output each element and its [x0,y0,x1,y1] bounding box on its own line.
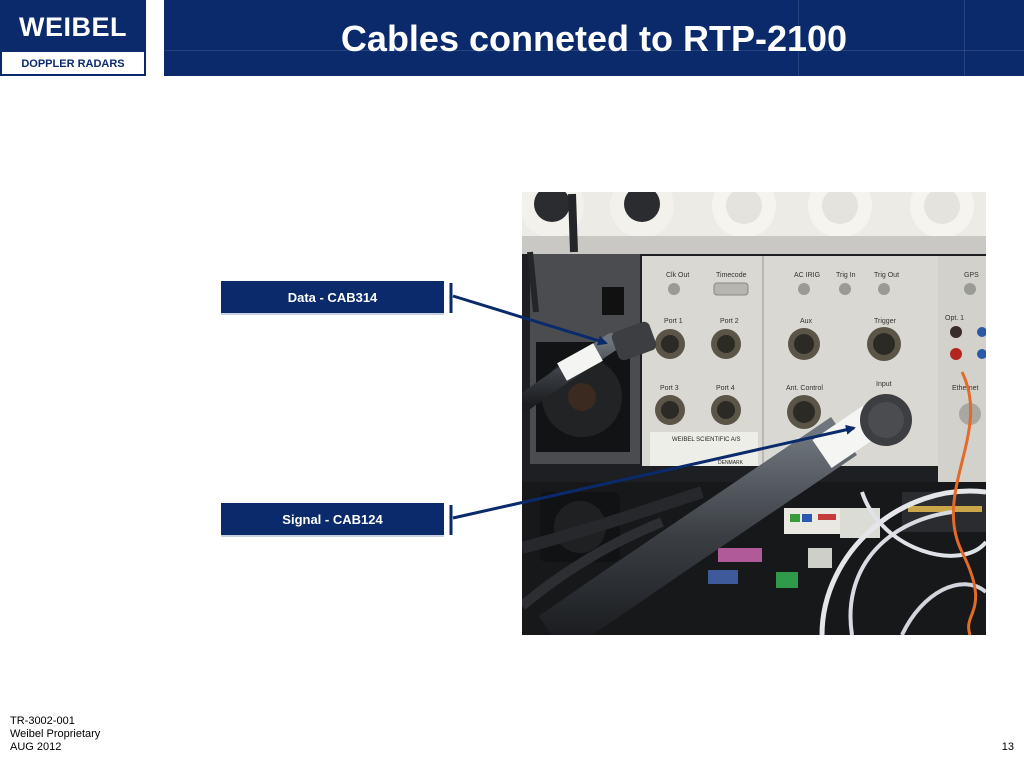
panel-label-timecode: Timecode [716,272,747,279]
callout-signal-cab124: Signal - CAB124 [221,503,444,537]
footer: TR-3002-001 Weibel Proprietary AUG 2012 [10,715,100,754]
panel-label-weibel-scientific: WEIBEL SCIENTIFIC A/S [672,437,740,443]
panel-label-aux: Aux [800,318,813,325]
weibel-logo: WEIBEL DOPPLER RADARS [0,0,146,76]
panel-label-port-2: Port 2 [720,318,739,325]
callout-data-cab314: Data - CAB314 [221,281,444,315]
panel-label-ac-irig: AC IRIG [794,272,820,279]
slide-title: Cables conneted to RTP-2100 [340,18,848,59]
panel-label-port-1: Port 1 [664,318,683,325]
panel-label-port-4: Port 4 [716,385,735,392]
footer-classification: Weibel Proprietary [10,728,101,740]
header-bar [164,0,1024,76]
panel-label-trigger: Trigger [874,318,897,325]
panel-label-input: Input [876,381,892,388]
panel-label-opt-1: Opt. 1 [945,315,964,322]
logo-brand-text: WEIBEL [2,2,144,52]
footer-doc-id: TR-3002-001 [10,715,75,727]
panel-label-ethernet: Ethernet [952,385,979,392]
panel-label-trig-out: Trig Out [874,272,899,279]
footer-date: AUG 2012 [10,741,62,753]
panel-label-clk-out: Clk Out [666,272,689,279]
rtp-2100-photo: Clk Out Timecode AC IRIG Trig In Trig Ou… [522,192,986,635]
panel-label-gps: GPS [964,272,979,279]
panel-label-trig-in: Trig In [836,272,856,279]
logo-tagline: DOPPLER RADARS [21,58,125,70]
panel-label-denmark: DENMARK [718,460,744,466]
page-number: 13 [1001,741,1014,753]
panel-label-port-3: Port 3 [660,385,679,392]
panel-label-ant-control: Ant. Control [786,385,823,392]
